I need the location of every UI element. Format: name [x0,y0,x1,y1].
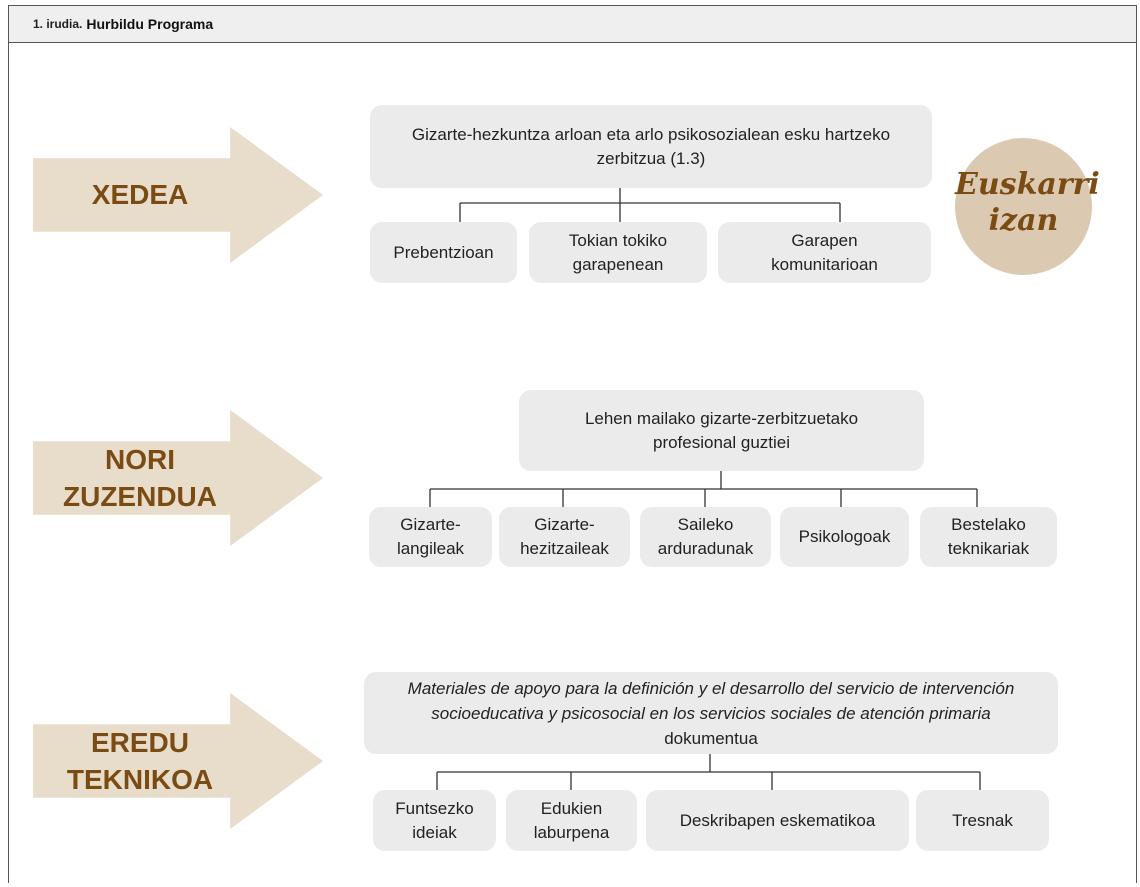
eredu-item-text: Tresnak [952,810,1013,830]
nori-label-line-1: NORI [105,444,175,475]
xedea-main-text: Gizarte-hezkuntza arloan eta arlo psikos… [411,124,891,168]
nori-item-text: Bestelako teknikariak [947,515,1030,558]
eredu-item-tresnak: Tresnak [916,790,1049,851]
nori-item-text: Gizarte-hezitzaileak [520,515,609,558]
eredu-item-funtsezko-ideiak: Funtsezko ideiak [373,790,496,851]
nori-item-gizarte-langileak: Gizarte-langileak [369,507,492,567]
figure-number: 1. irudia. [33,17,83,31]
eredu-item-text: Edukien laburpena [533,798,610,842]
eredu-label-line-2: TEKNIKOA [66,764,214,795]
xedea-item-garapen: Garapen komunitarioan [718,222,931,283]
eredu-main-italic: Materiales de apoyo para la definición y… [407,678,1015,723]
euskarri-izan-badge: Euskarri izan [955,138,1100,275]
nori-item-bestelako-teknikariak: Bestelako teknikariak [920,507,1057,567]
eredu-item-text: Deskribapen eskematikoa [679,810,876,830]
eredu-label-line-1: EREDU [90,727,189,758]
figure-header: 1. irudia. Hurbildu Programa [8,5,1137,43]
xedea-item-text: Tokian tokiko garapenean [568,230,668,274]
badge-line-2: izan [988,203,1059,238]
eredu-main-text: Materiales de apoyo para la definición y… [404,676,1018,751]
xedea-item-text: Prebentzioan [393,242,494,262]
eredu-main-box: Materiales de apoyo para la definición y… [364,672,1058,754]
nori-main-text: Lehen mailako gizarte-zerbitzuetako prof… [584,408,859,452]
xedea-item-prebentzioan: Prebentzioan [370,222,517,283]
nori-item-text: Saileko arduradunak [657,515,754,558]
eredu-main-suffix: dokumentua [664,728,758,748]
xedea-item-tokian: Tokian tokiko garapenean [529,222,707,283]
xedea-main-box: Gizarte-hezkuntza arloan eta arlo psikos… [370,105,932,188]
xedea-item-text: Garapen komunitarioan [771,230,878,274]
eredu-item-edukien-laburpena: Edukien laburpena [506,790,637,851]
nori-item-psikologoak: Psikologoak [780,507,909,567]
eredu-item-deskribapen-eskematikoa: Deskribapen eskematikoa [646,790,909,851]
figure-title: Hurbildu Programa [86,16,214,32]
badge-line-1: Euskarri [955,167,1100,202]
nori-item-text: Psikologoak [798,527,891,546]
xedea-label: XEDEA [91,179,189,210]
nori-item-text: Gizarte-langileak [396,515,465,558]
nori-item-gizarte-hezitzaileak: Gizarte-hezitzaileak [499,507,630,567]
nori-label-line-2: ZUZENDUA [63,481,217,512]
eredu-item-text: Funtsezko ideiak [395,798,474,842]
nori-item-saileko-arduradunak: Saileko arduradunak [640,507,771,567]
nori-main-box: Lehen mailako gizarte-zerbitzuetako prof… [519,390,924,471]
